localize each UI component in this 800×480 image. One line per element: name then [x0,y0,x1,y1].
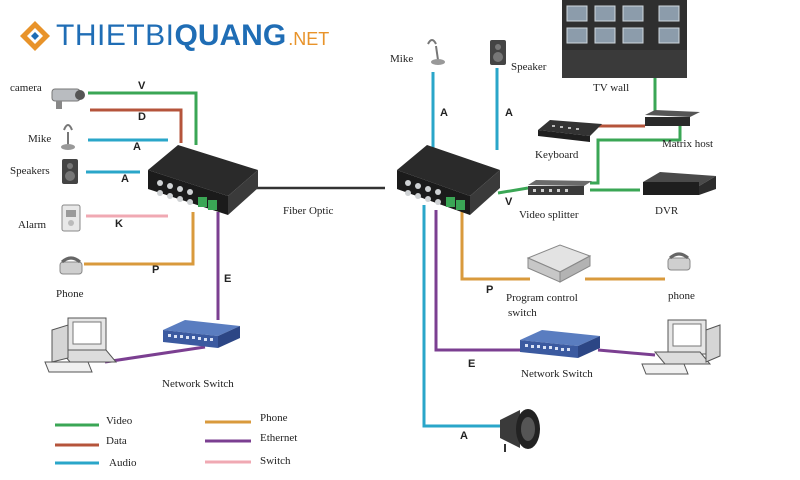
wire-audio-horn [422,205,500,428]
network-switch-left-icon [163,320,240,348]
camera-icon [51,88,85,109]
video-splitter-icon [528,180,592,195]
logo-text-part2: QUANG [174,19,287,52]
network-switch-right-icon [520,330,600,358]
microphone-icon-right [427,39,445,65]
label-keyboard: Keyboard [535,149,579,161]
label-mike-right: Mike [390,53,414,65]
brand-logo: THIETBI QUANG .NET [18,16,329,56]
signal-letter-video-right: V [505,196,513,208]
speaker-icon-left [62,159,78,184]
program-control-switch-icon [526,244,592,283]
wire-video-splitter-in [497,186,529,195]
phone-icon-left [59,256,83,275]
signal-letter-audio-mike-right: A [440,107,448,119]
signal-letter-keying: K [115,218,123,230]
label-alarm: Alarm [18,219,47,231]
signal-letter-audio-speakers: A [121,173,129,185]
legend-label-data: Data [106,435,127,447]
label-speaker-right: Speaker [511,61,547,73]
wire-ethernet-pc-left [104,345,206,364]
legend-label-switch: Switch [260,455,291,467]
signal-letter-phone-right: P [486,284,494,296]
label-matrix-host: Matrix host [662,138,714,150]
signal-letter-data: D [138,111,146,123]
signal-letter-video: V [138,80,146,92]
label-program-control-switch-1: Program control [506,292,578,304]
label-video-splitter: Video splitter [519,209,579,221]
computer-icon-left [44,317,118,373]
logo-text-part1: THIETBI [56,19,175,52]
label-tv-wall: TV wall [593,82,630,94]
dvr-icon [643,172,716,195]
logo-mark-icon [18,19,52,53]
label-network-switch-left: Network Switch [162,378,234,390]
keyboard-icon [538,120,602,142]
signal-letter-audio-speaker-right: A [505,107,513,119]
legend-label-video: Video [106,415,133,427]
label-network-switch-right: Network Switch [521,368,593,380]
signal-letter-ethernet-right: E [468,358,476,370]
fiber-transceiver-right [397,145,500,215]
microphone-icon-left [61,124,75,150]
label-speakers: Speakers [10,165,50,177]
wire-ethernet-right [434,210,523,352]
speaker-icon-right [490,40,506,65]
phone-icon-right [667,252,691,271]
legend-label-ethernet: Ethernet [260,432,298,444]
label-phone-left: Phone [56,288,84,300]
label-dvr: DVR [655,205,679,217]
signal-letter-audio-mike: A [133,141,141,153]
wire-phone-pcs [460,205,530,281]
label-mike-left: Mike [28,133,52,145]
wire-data-camera [90,108,183,143]
signal-letter-ethernet-left: E [224,273,232,285]
horn-speaker-icon [500,409,540,452]
alarm-icon [61,204,81,232]
matrix-host-icon [645,110,700,126]
signal-letter-audio-horn: A [460,430,468,442]
label-phone-right: phone [668,290,695,302]
right-wires [422,68,682,428]
legend-label-audio: Audio [109,457,137,469]
fiber-transceiver-left [148,145,258,215]
legend-label-phone: Phone [260,412,288,424]
wire-phone-left [84,212,195,266]
signal-letter-phone-left: P [152,264,160,276]
logo-text-part3: .NET [288,28,330,49]
computer-icon-right [641,319,721,375]
wire-video-camera [88,91,198,145]
left-wires [84,91,220,364]
label-fiber-optic: Fiber Optic [283,205,334,217]
wire-ethernet-pc-right [597,348,656,357]
legend-swatches [55,420,251,465]
label-camera: camera [10,82,42,94]
label-program-control-switch-2: switch [508,307,537,319]
tv-wall-icon [562,0,687,78]
wire-video-matrix [590,124,682,185]
